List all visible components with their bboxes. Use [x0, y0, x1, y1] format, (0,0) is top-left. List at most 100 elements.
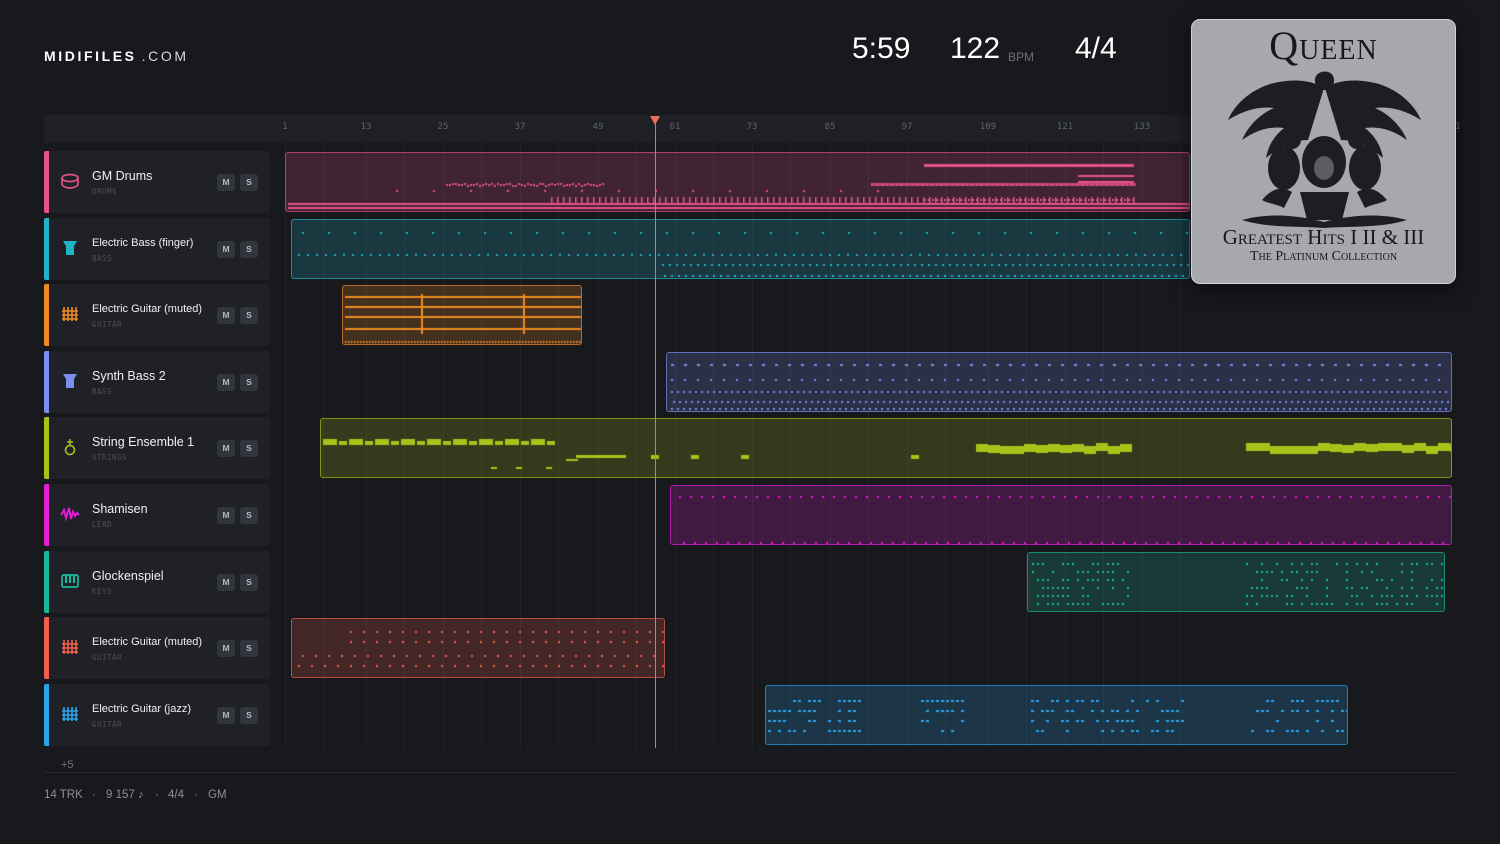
- clip-notes: [292, 619, 664, 678]
- guitar-icon: [60, 637, 80, 657]
- track-color-bar: [44, 151, 49, 213]
- track-header[interactable]: Shamisen LEAD M S: [44, 484, 270, 546]
- brand-name: MIDIFILES: [44, 48, 137, 64]
- ruler-bar-number: 1: [282, 122, 288, 132]
- track-color-bar: [44, 484, 49, 546]
- ruler-bar-number: 1: [1455, 122, 1461, 132]
- midi-clip[interactable]: [285, 152, 1190, 212]
- album-cover: Queen Greatest Hits I II & III The Plati…: [1191, 19, 1456, 284]
- track-name: GM Drums: [92, 169, 153, 183]
- track-name: Glockenspiel: [92, 568, 164, 583]
- track-name: Electric Guitar (muted): [92, 303, 203, 316]
- mute-button[interactable]: M: [217, 307, 235, 325]
- clip-notes: [671, 486, 1451, 544]
- ruler-bar-number: 97: [901, 122, 913, 132]
- midi-clip[interactable]: [1027, 551, 1445, 612]
- clip-notes: [1028, 552, 1444, 611]
- tempo-unit: BPM: [1008, 50, 1035, 64]
- footer-track-count: 14 TRK: [44, 789, 83, 801]
- drum-icon: [60, 171, 80, 191]
- clip-notes: [667, 352, 1451, 411]
- clip-notes: [343, 286, 581, 345]
- mute-button[interactable]: M: [217, 573, 235, 591]
- midi-clip[interactable]: [666, 351, 1452, 412]
- track-header[interactable]: Electric Guitar (muted) GUITAR M S: [44, 617, 270, 680]
- ruler-bar-number: 121: [1056, 122, 1074, 132]
- brand-logo: MIDIFILES.COM: [44, 48, 189, 64]
- midi-clip[interactable]: [670, 485, 1452, 545]
- mute-button[interactable]: M: [217, 240, 235, 258]
- lead-wave-icon: [60, 504, 80, 524]
- track-category: GUITAR: [92, 653, 123, 663]
- track-category: GUITAR: [92, 320, 123, 330]
- ruler-bar-number: 25: [437, 122, 449, 132]
- solo-button[interactable]: S: [240, 706, 258, 724]
- footer-sep: ·: [92, 789, 96, 801]
- guitar-icon: [60, 304, 80, 324]
- ruler-bar-number: 61: [669, 122, 681, 132]
- track-category: DRUMS: [92, 187, 118, 196]
- mute-button[interactable]: M: [217, 706, 235, 724]
- brand-suffix: .COM: [141, 48, 189, 64]
- footer-note-count: 9 157 ♪: [106, 789, 144, 801]
- ruler-bar-number: 49: [592, 122, 604, 132]
- solo-button[interactable]: S: [240, 507, 258, 524]
- clip-notes: [766, 685, 1347, 744]
- solo-button[interactable]: S: [240, 640, 258, 658]
- ruler-bar-number: 133: [1133, 122, 1151, 132]
- queen-crest-icon: [1228, 71, 1421, 228]
- footer-meter: 4/4: [168, 789, 184, 801]
- strings-icon: [60, 437, 80, 457]
- track-header[interactable]: Synth Bass 2 BASS M S: [44, 350, 270, 413]
- track-header[interactable]: String Ensemble 1 STRINGS M S: [44, 417, 270, 480]
- track-category: GUITAR: [92, 719, 123, 729]
- clip-notes: [286, 153, 1189, 211]
- footer-divider: [44, 772, 1456, 773]
- mute-button[interactable]: M: [217, 174, 235, 191]
- footer-sep: ·: [155, 789, 159, 801]
- album-subtitle: The Platinum Collection: [1249, 249, 1398, 264]
- track-color-bar: [44, 417, 49, 480]
- clip-notes: [321, 419, 1451, 478]
- track-category: KEYS: [92, 586, 113, 596]
- clip-notes: [292, 219, 1189, 278]
- tempo-value: 122: [950, 32, 1001, 65]
- grid-line: [285, 143, 286, 748]
- midi-clip[interactable]: [765, 684, 1348, 745]
- mute-button[interactable]: M: [217, 640, 235, 658]
- midi-clip[interactable]: [342, 285, 582, 346]
- more-tracks-count[interactable]: +5: [61, 759, 74, 771]
- mute-button[interactable]: M: [217, 507, 235, 524]
- solo-button[interactable]: S: [240, 174, 258, 191]
- solo-button[interactable]: S: [240, 240, 258, 258]
- track-header[interactable]: Glockenspiel KEYS M S: [44, 550, 270, 613]
- ruler-bar-number: 13: [360, 122, 372, 132]
- playhead-marker[interactable]: [650, 116, 660, 125]
- track-name: Electric Bass (finger): [92, 236, 194, 249]
- track-header[interactable]: Electric Bass (finger) BASS M S: [44, 217, 270, 280]
- track-header[interactable]: GM Drums DRUMS M S: [44, 151, 270, 213]
- solo-button[interactable]: S: [240, 573, 258, 591]
- track-header[interactable]: Electric Guitar (muted) GUITAR M S: [44, 284, 270, 347]
- ruler-bar-number: 109: [979, 122, 997, 132]
- song-time: 5:59: [852, 32, 911, 65]
- time-signature: 4/4: [1075, 32, 1117, 65]
- solo-button[interactable]: S: [240, 373, 258, 391]
- track-category: BASS: [92, 386, 113, 396]
- track-name: Electric Guitar (muted): [92, 636, 203, 649]
- album-artist: Queen: [1269, 23, 1378, 68]
- midi-clip[interactable]: [291, 218, 1190, 279]
- track-color-bar: [44, 350, 49, 413]
- midi-clip[interactable]: [291, 618, 665, 679]
- track-header[interactable]: Electric Guitar (jazz) GUITAR M S: [44, 683, 270, 746]
- keys-icon: [60, 571, 80, 591]
- mute-button[interactable]: M: [217, 440, 235, 458]
- track-category: STRINGS: [92, 453, 128, 463]
- ruler-bar-number: 85: [824, 122, 836, 132]
- midi-clip[interactable]: [320, 418, 1452, 479]
- playhead-line[interactable]: [655, 122, 656, 748]
- track-color-bar: [44, 217, 49, 280]
- mute-button[interactable]: M: [217, 373, 235, 391]
- solo-button[interactable]: S: [240, 440, 258, 458]
- solo-button[interactable]: S: [240, 307, 258, 325]
